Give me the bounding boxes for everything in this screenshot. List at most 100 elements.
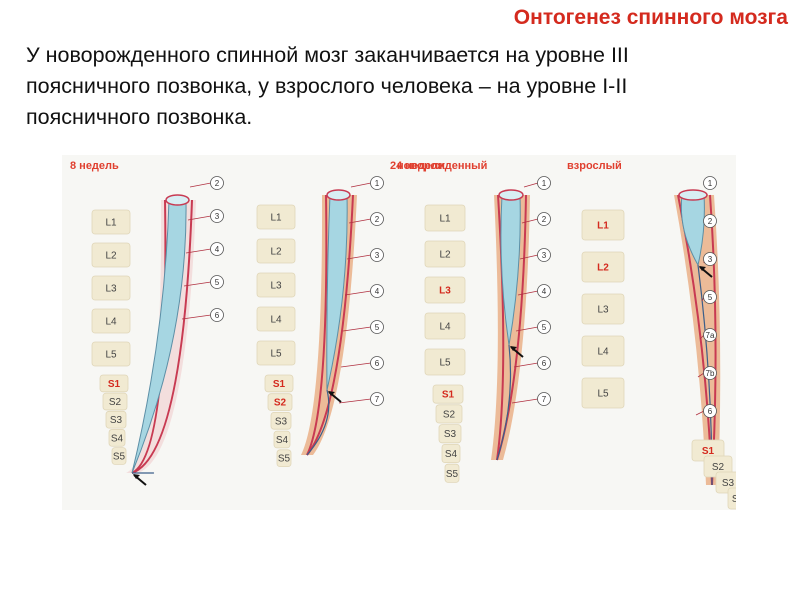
- vertebra-label: L1: [270, 213, 282, 224]
- callout-number: 7: [375, 395, 380, 404]
- vertebra-label: L3: [270, 281, 282, 292]
- vertebra-label: L5: [439, 358, 451, 369]
- callout-leader: [695, 410, 705, 416]
- callout-leader: [513, 362, 539, 368]
- text-line-3: поясничного позвонка.: [26, 105, 253, 129]
- vertebra-body: [256, 272, 296, 298]
- callout-circle: [210, 242, 224, 256]
- callout-circle: [370, 212, 384, 226]
- callout-number: 5: [375, 323, 380, 332]
- callout-circle: [370, 284, 384, 298]
- callout-circle: [537, 248, 551, 262]
- callout-leader: [521, 218, 539, 224]
- vertebra-body: [276, 449, 292, 467]
- callout-number: 2: [375, 215, 380, 224]
- vertebra-body: [424, 276, 466, 304]
- arrow-head: [328, 391, 335, 396]
- vertebra-label: S2: [712, 462, 725, 473]
- callout-number: 7b: [706, 369, 715, 378]
- vertebra-body: [105, 410, 127, 429]
- vertebra-label: L2: [439, 250, 451, 261]
- vertebra-label: S1: [442, 390, 455, 401]
- filum-terminale: [496, 344, 512, 461]
- vertebra-label: S2: [274, 398, 287, 409]
- vertebra-label: L4: [597, 347, 609, 358]
- callout-circle: [703, 214, 717, 228]
- vertebra-label: L2: [597, 263, 609, 274]
- callout-number: 3: [708, 255, 713, 264]
- callout-leader: [181, 314, 212, 320]
- callout-number: 2: [542, 215, 547, 224]
- callout-leader: [697, 372, 705, 378]
- callout-circle: [370, 248, 384, 262]
- callout-number: 2: [708, 217, 713, 226]
- callout-circle: [703, 290, 717, 304]
- vertebra-label: S1: [273, 379, 286, 390]
- dura-mater-line: [306, 194, 328, 456]
- callout-leader: [523, 182, 539, 188]
- dura-mater-line: [131, 199, 193, 474]
- slide-text: У новорожденного спинной мозг заканчивае…: [26, 40, 786, 133]
- callout-circle: [703, 404, 717, 418]
- callout-leader: [348, 218, 372, 224]
- vertebra-label: L3: [597, 305, 609, 316]
- vertebra-body: [267, 393, 293, 411]
- vertebra-body: [424, 240, 466, 268]
- arrow-head: [699, 266, 706, 271]
- vertebra-body: [270, 411, 292, 430]
- callout-leader: [519, 254, 539, 260]
- vertebra-label: S3: [110, 415, 123, 426]
- vertebra-label: L1: [105, 218, 117, 229]
- callout-number: 2: [215, 179, 220, 188]
- vertebra-body: [424, 312, 466, 340]
- callout-circle: [370, 176, 384, 190]
- callout-circle: [703, 328, 717, 342]
- vertebra-label: L2: [270, 247, 282, 258]
- text-line-2: поясничного позвонка, у взрослого челове…: [26, 74, 628, 98]
- vertebra-body: [273, 430, 291, 449]
- callout-circle: [703, 176, 717, 190]
- vertebra-body: [438, 424, 462, 444]
- callout-leader: [344, 290, 372, 296]
- callout-circle: [703, 252, 717, 266]
- callout-circle: [537, 392, 551, 406]
- cord-section: [678, 189, 708, 201]
- cord-section: [326, 189, 351, 201]
- vertebra-body: [581, 209, 625, 241]
- arrow-head: [133, 474, 140, 479]
- callout-number: 1: [542, 179, 547, 188]
- vertebra-label: L2: [105, 251, 117, 262]
- vertebra-body: [432, 384, 464, 404]
- callout-number: 5: [542, 323, 547, 332]
- callout-number: 6: [215, 311, 220, 320]
- callout-circle: [537, 284, 551, 298]
- spinal-cord: [326, 194, 348, 391]
- callout-leader: [511, 398, 539, 404]
- vertebra-label: S3: [722, 478, 735, 489]
- panel-label: 24 недели: [390, 160, 445, 172]
- spinal-cord: [680, 194, 705, 267]
- vertebra-body: [441, 443, 461, 463]
- callout-leader: [517, 290, 539, 296]
- vertebra-body: [91, 308, 131, 334]
- callout-number: 4: [542, 287, 547, 296]
- vertebra-label: S2: [109, 397, 122, 408]
- slide-title: Онтогенез спинного мозга: [513, 6, 788, 29]
- vertebra-label: S3: [275, 416, 288, 427]
- dura-mater-line: [496, 194, 505, 461]
- callout-leader: [338, 398, 372, 404]
- callout-circle: [210, 275, 224, 289]
- vertebra-label: L5: [105, 350, 117, 361]
- vertebra-label: S4: [111, 433, 124, 444]
- callout-leader: [187, 215, 212, 221]
- vertebra-body: [102, 392, 128, 411]
- panel-label: 8 недель: [70, 160, 119, 172]
- vertebra-label: S3: [444, 429, 457, 440]
- callout-circle: [210, 209, 224, 223]
- vertebra-body: [444, 463, 460, 483]
- vertebra-body: [581, 377, 625, 409]
- vertebra-label: S4: [445, 449, 458, 460]
